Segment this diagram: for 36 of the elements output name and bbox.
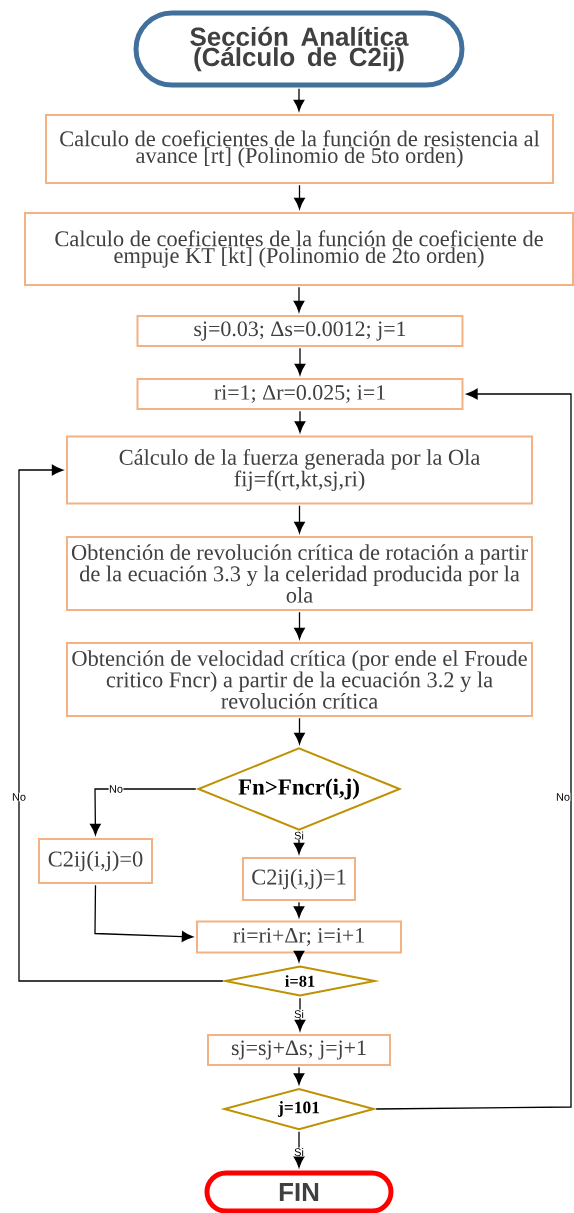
start-terminal: Sección Analítica (Cálculo de C2ij): [133, 10, 465, 88]
arrow: [293, 950, 305, 963]
process-box: Calculo de coeficientes de la función de coeficiente de empuje KT [kt] (Polinomio de 2to orden): [24, 212, 574, 286]
arrow: [294, 347, 306, 376]
arrow: [294, 717, 305, 745]
process-box: sj=sj+Δs; j=j+1: [207, 1034, 391, 1066]
process-box: C2ij(i,j)=0: [38, 838, 153, 884]
arrow: [293, 901, 305, 918]
process-box: ri=1; Δr=0.025; i=1: [136, 378, 464, 410]
arrow: [294, 505, 305, 534]
arrow: [294, 184, 305, 210]
arrow: [293, 88, 305, 112]
arrow: [18, 464, 224, 982]
arrow: [293, 1066, 305, 1085]
edge-label: Si: [293, 831, 305, 840]
process-box: Calculo de coeficientes de la función de resistencia al avance [rt] (Polinomio de 5to orden): [45, 114, 554, 184]
arrow: [294, 611, 305, 640]
edge-label: No: [555, 792, 571, 802]
arrow: [375, 388, 572, 1110]
process-box: sj=0.03; Δs=0.0012; j=1: [136, 315, 464, 347]
edge-label: No: [108, 784, 124, 794]
edge-label: Si: [293, 1009, 305, 1019]
edge-label: No: [11, 792, 27, 802]
end-terminal: FIN: [204, 1170, 394, 1213]
arrow: [94, 884, 194, 942]
arrow: [294, 997, 306, 1032]
process-box: Obtención de revolución crítica de rotación a partir de la ecuación 3.3 y la celeridad producida por la ola: [66, 536, 533, 611]
arrow: [293, 286, 305, 313]
process-box: C2ij(i,j)=1: [242, 857, 356, 901]
process-box: Obtención de velocidad crítica (por ende el Froude critico Fncr) a partir de la ecuación 3.2 y la revolución crítica: [66, 642, 533, 717]
arrow: [89, 788, 197, 836]
arrow: [294, 410, 306, 433]
process-box: ri=ri+Δr; i=i+1: [196, 920, 402, 954]
edge-label: Si: [293, 1147, 305, 1157]
process-box: Cálculo de la fuerza generada por la Ola fij=f(rt,kt,sj,ri): [66, 435, 533, 505]
arrow: [293, 1131, 305, 1168]
